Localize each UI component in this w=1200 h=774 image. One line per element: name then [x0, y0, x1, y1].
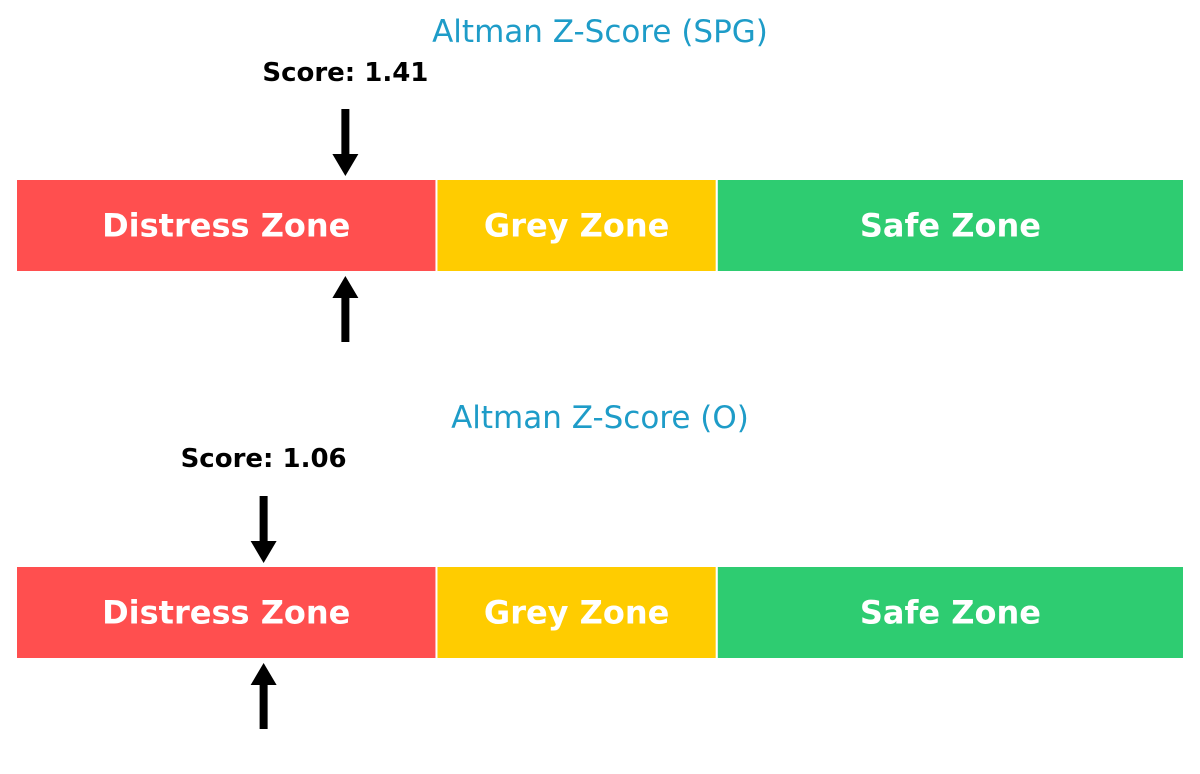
zone-segment — [715, 178, 1185, 273]
zone-segment — [15, 178, 438, 273]
gauge-panel-o: Altman Z-Score (O) Score: 1.06 Distress … — [15, 400, 1185, 729]
zone-bar: Distress Zone Grey Zone Safe Zone — [15, 565, 1185, 660]
score-arrow-up — [332, 276, 359, 342]
score-arrows — [332, 109, 359, 342]
score-arrow-down — [250, 496, 277, 563]
zone-segment — [715, 565, 1185, 660]
zone-bar: Distress Zone Grey Zone Safe Zone — [15, 178, 1185, 273]
zone-label: Distress Zone — [102, 207, 350, 245]
zone-segment — [15, 565, 438, 660]
zone-segment — [435, 178, 718, 273]
zone-label: Grey Zone — [484, 594, 669, 632]
score-arrow-up — [250, 663, 277, 729]
score-arrow-down — [332, 109, 359, 176]
score-arrows — [250, 496, 277, 729]
score-label: Score: 1.41 — [262, 58, 428, 88]
score-label: Score: 1.06 — [181, 444, 347, 474]
gauge-panel-spg: Altman Z-Score (SPG) Score: 1.41 Distres… — [15, 14, 1185, 342]
zone-label: Distress Zone — [102, 594, 350, 632]
zone-label: Safe Zone — [860, 594, 1041, 632]
zone-label: Grey Zone — [484, 207, 669, 245]
zone-label: Safe Zone — [860, 207, 1041, 245]
chart-title: Altman Z-Score (O) — [451, 400, 749, 436]
chart-title: Altman Z-Score (SPG) — [432, 14, 768, 50]
